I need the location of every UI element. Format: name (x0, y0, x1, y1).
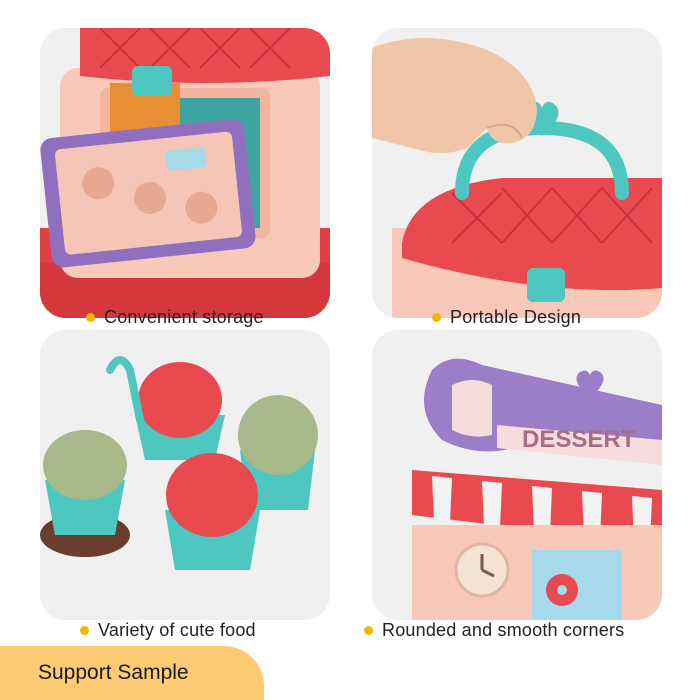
support-sample-badge: Support Sample (0, 646, 264, 700)
feature-image-portable (372, 28, 662, 318)
badge-label: Support Sample (38, 661, 189, 684)
caption-text: Portable Design (450, 306, 582, 327)
feature-image-storage (40, 28, 330, 318)
caption-rounded-corners: Rounded and smooth corners (364, 618, 624, 642)
toy-house-illustration (40, 28, 330, 318)
caption-text: Rounded and smooth corners (382, 619, 625, 640)
toy-cupcakes-illustration (40, 356, 318, 570)
feature-image-food (40, 330, 330, 620)
bullet-dot-icon (80, 625, 89, 635)
caption-variety-food: Variety of cute food (80, 618, 256, 642)
feature-image-corners: DESSERT (372, 330, 662, 620)
caption-text: Convenient storage (104, 306, 264, 327)
bullet-dot-icon (86, 312, 95, 322)
caption-text: Variety of cute food (98, 619, 256, 640)
caption-portable-design: Portable Design (432, 305, 581, 329)
bullet-dot-icon (432, 312, 441, 322)
dessert-sign-text: DESSERT (522, 426, 636, 453)
caption-convenient-storage: Convenient storage (86, 305, 264, 329)
toy-handle-illustration (372, 38, 662, 318)
toy-dessert-shop-illustration: DESSERT (412, 358, 662, 620)
bullet-dot-icon (364, 625, 373, 635)
